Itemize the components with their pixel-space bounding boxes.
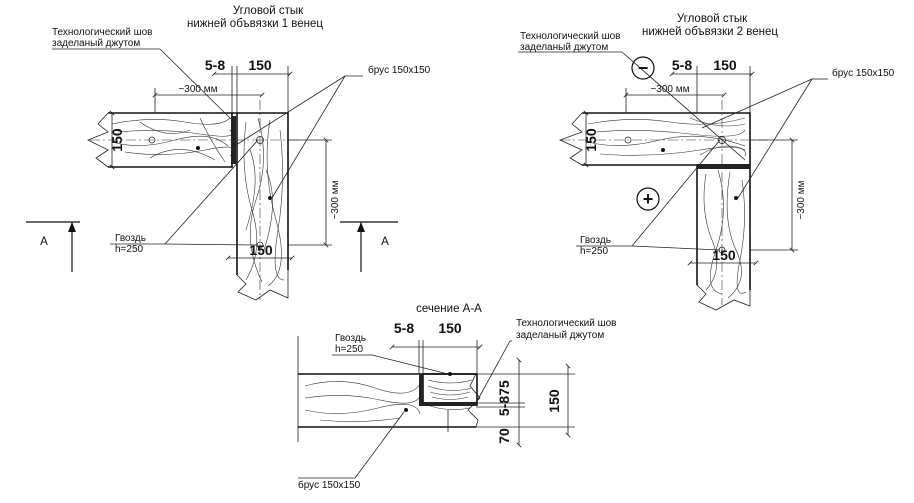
joint-1-dim-150-bottom: 150 [249, 242, 273, 258]
joint-1-dim-300-horizontal: ~300 мм [178, 84, 217, 95]
joint-2-title-line1: Угловой стык [677, 13, 748, 25]
joint-1-view: Угловой стык нижней объвязки 1 венец Тех… [26, 5, 431, 301]
joint-1-jute-seam [231, 116, 236, 164]
section-nail-label-line1: Гвоздь [335, 333, 366, 344]
minus-symbol-glyph: − [638, 58, 649, 78]
section-title: сечение А-А [416, 303, 482, 315]
joint-2-nail-label-line1: Гвоздь [580, 235, 611, 246]
joint-2-beam-label: брус 150х150 [832, 67, 895, 79]
plus-symbol: + [636, 187, 660, 211]
section-dim-5-8: 5-8 [496, 396, 512, 416]
section-aa-view: сечение А-А 5-8 150 Гвоздь h=250 [297, 303, 617, 491]
joint-2-seam-label-line2: заделаный джутом [520, 42, 608, 53]
minus-symbol: − [631, 56, 655, 80]
joint-2-title-line2: нижней объвязки 2 венец [642, 26, 778, 38]
joint-1-nail-label-line2: h=250 [115, 244, 144, 255]
joint-2-dim-300-vertical: ~300 мм [796, 180, 807, 219]
section-dim-75: 75 [496, 380, 512, 396]
section-jute-seam-horizontal [419, 402, 477, 406]
joint-1-seam-label-line1: Технологический шов [52, 27, 153, 38]
section-jute-seam-vertical [419, 374, 423, 405]
section-marker-right: А [340, 221, 398, 272]
section-marker-left: А [26, 221, 80, 272]
joint-1-dim-300-vertical: ~300 мм [330, 180, 341, 219]
joint-2-horizontal-beam [558, 112, 751, 166]
joint-2-dim-gap: 5-8 [672, 57, 692, 73]
joint-2-seam-label-line1: Технологический шов [520, 31, 621, 42]
joint-1-title-line1: Угловой стык [233, 5, 304, 17]
joint-2-nail-label-line2: h=250 [580, 246, 609, 257]
section-seam-label-line2: заделаный джутом [516, 330, 604, 341]
joint-1-dim-150-top: 150 [248, 57, 272, 73]
joint-1-dim-150-left: 150 [109, 128, 125, 152]
joint-2-dim-150-bottom: 150 [712, 247, 736, 263]
section-dim-150-right: 150 [546, 389, 562, 413]
joint-2-dim-300-horizontal: ~300 мм [650, 84, 689, 95]
plus-symbol-glyph: + [643, 189, 654, 209]
section-nail-label-line2: h=250 [335, 344, 364, 355]
joint-1-title-line2: нижней объвязки 1 венец [187, 18, 323, 30]
section-marker-left-label: А [40, 236, 48, 248]
joint-1-seam-label-line2: заделаный джутом [52, 38, 140, 49]
joint-1-beam-label: брус 150х150 [368, 64, 431, 76]
joint-2-vertical-beam [696, 165, 751, 311]
section-marker-right-label: А [381, 236, 389, 248]
section-beam-label: брус 150х150 [298, 479, 361, 491]
joint-2-jute-seam [697, 164, 750, 169]
section-top-beam [419, 372, 478, 406]
joint-1-dim-gap: 5-8 [205, 57, 225, 73]
joint-1-nail-label-line1: Гвоздь [115, 233, 146, 244]
joint-2-view: Угловой стык нижней объвязки 2 венец Тех… [518, 13, 895, 311]
joint-2-dim-150-top: 150 [713, 57, 737, 73]
section-dim-150-top: 150 [438, 320, 462, 336]
section-seam-label-line1: Технологический шов [516, 318, 617, 329]
section-dim-70: 70 [496, 428, 512, 444]
section-dim-gap: 5-8 [394, 320, 414, 336]
joint-2-dim-150-left: 150 [583, 128, 599, 152]
